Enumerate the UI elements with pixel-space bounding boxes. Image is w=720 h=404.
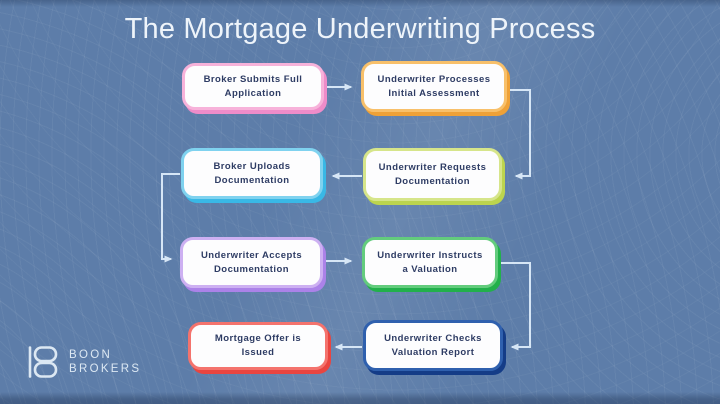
boon-brokers-logo: BOON BROKERS: [26, 344, 141, 380]
flow-box-underwriter-requests: Underwriter Requests Documentation: [363, 148, 502, 201]
flow-box-underwriter-instructs: Underwriter Instructs a Valuation: [362, 237, 498, 288]
logo-line-brokers: BROKERS: [69, 363, 142, 375]
flow-box-underwriter-accepts: Underwriter Accepts Documentation: [180, 237, 323, 288]
arrow-processes-to-requests: [508, 89, 531, 180]
flow-box-mortgage-offer: Mortgage Offer is Issued: [188, 322, 328, 370]
flow-box-broker-submits: Broker Submits Full Application: [182, 63, 324, 110]
flow-box-underwriter-processes: Underwriter Processes Initial Assessment: [361, 61, 507, 112]
page-title: The Mortgage Underwriting Process: [124, 13, 596, 45]
arrow-instructs-to-checks: [498, 262, 531, 351]
boon-brokers-logo-text: BOON BROKERS: [69, 348, 141, 377]
boon-brokers-logo-mark-icon: [28, 346, 58, 378]
logo-line-boon: BOON: [69, 348, 113, 361]
flow-box-underwriter-checks: Underwriter Checks Valuation Report: [363, 320, 503, 371]
flow-box-broker-uploads: Broker Uploads Documentation: [181, 148, 323, 199]
arrow-uploads-to-accepts: [161, 173, 180, 263]
